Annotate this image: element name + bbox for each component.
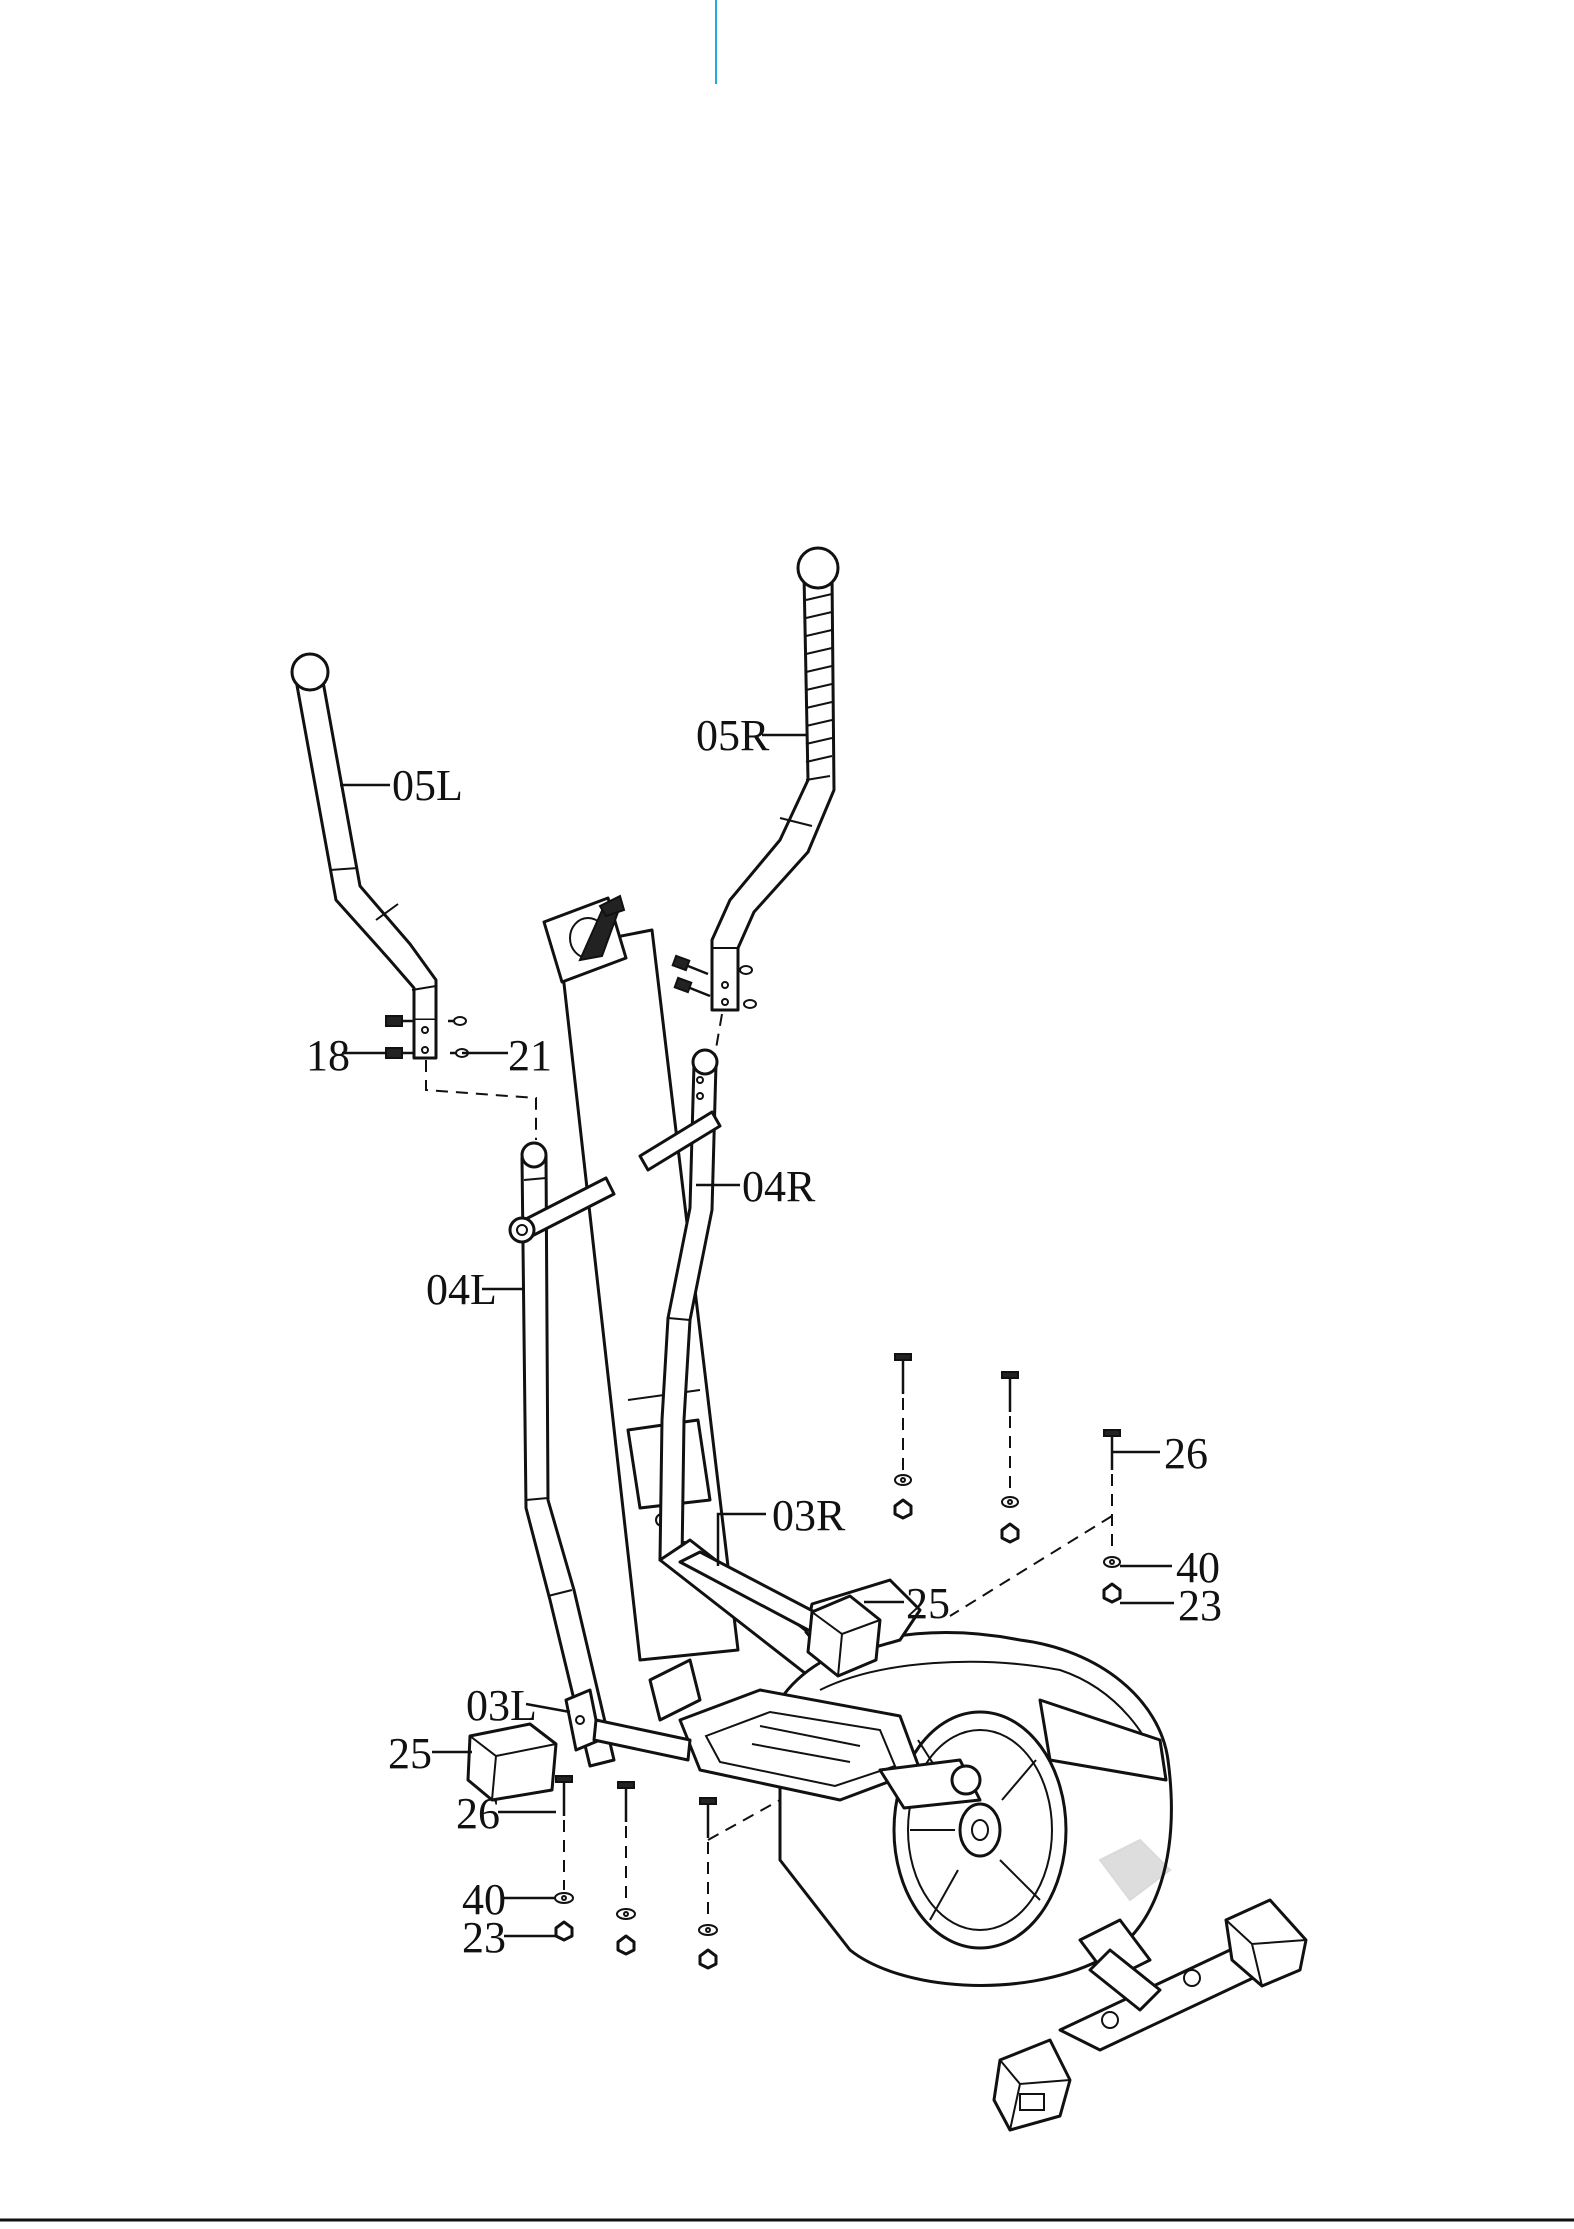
label-23-right: 23 xyxy=(1178,1581,1222,1630)
label-23-left: 23 xyxy=(462,1913,506,1962)
label-25-left: 25 xyxy=(388,1729,432,1778)
label-04L: 04L xyxy=(426,1265,497,1314)
flywheel-housing xyxy=(780,1633,1171,1986)
handlebar-05L xyxy=(292,654,436,1058)
label-21: 21 xyxy=(508,1031,552,1080)
front-fasteners xyxy=(555,1776,717,1968)
label-05R: 05R xyxy=(696,711,770,760)
label-03L: 03L xyxy=(466,1681,537,1730)
handlebar-05R xyxy=(712,548,838,1010)
label-26-left: 26 xyxy=(456,1789,500,1838)
console-mast xyxy=(544,896,738,1660)
label-03R: 03R xyxy=(772,1491,846,1540)
washers-21-right xyxy=(740,966,756,1008)
label-18: 18 xyxy=(306,1031,350,1080)
rear-fasteners xyxy=(895,1354,1120,1602)
bolts-18-right xyxy=(673,956,710,996)
label-26-right: 26 xyxy=(1164,1429,1208,1478)
label-25-right: 25 xyxy=(906,1579,950,1628)
label-05L: 05L xyxy=(392,761,463,810)
washers-21-left xyxy=(448,1017,468,1057)
label-04R: 04R xyxy=(742,1162,816,1211)
bolts-18-left xyxy=(386,1016,414,1058)
